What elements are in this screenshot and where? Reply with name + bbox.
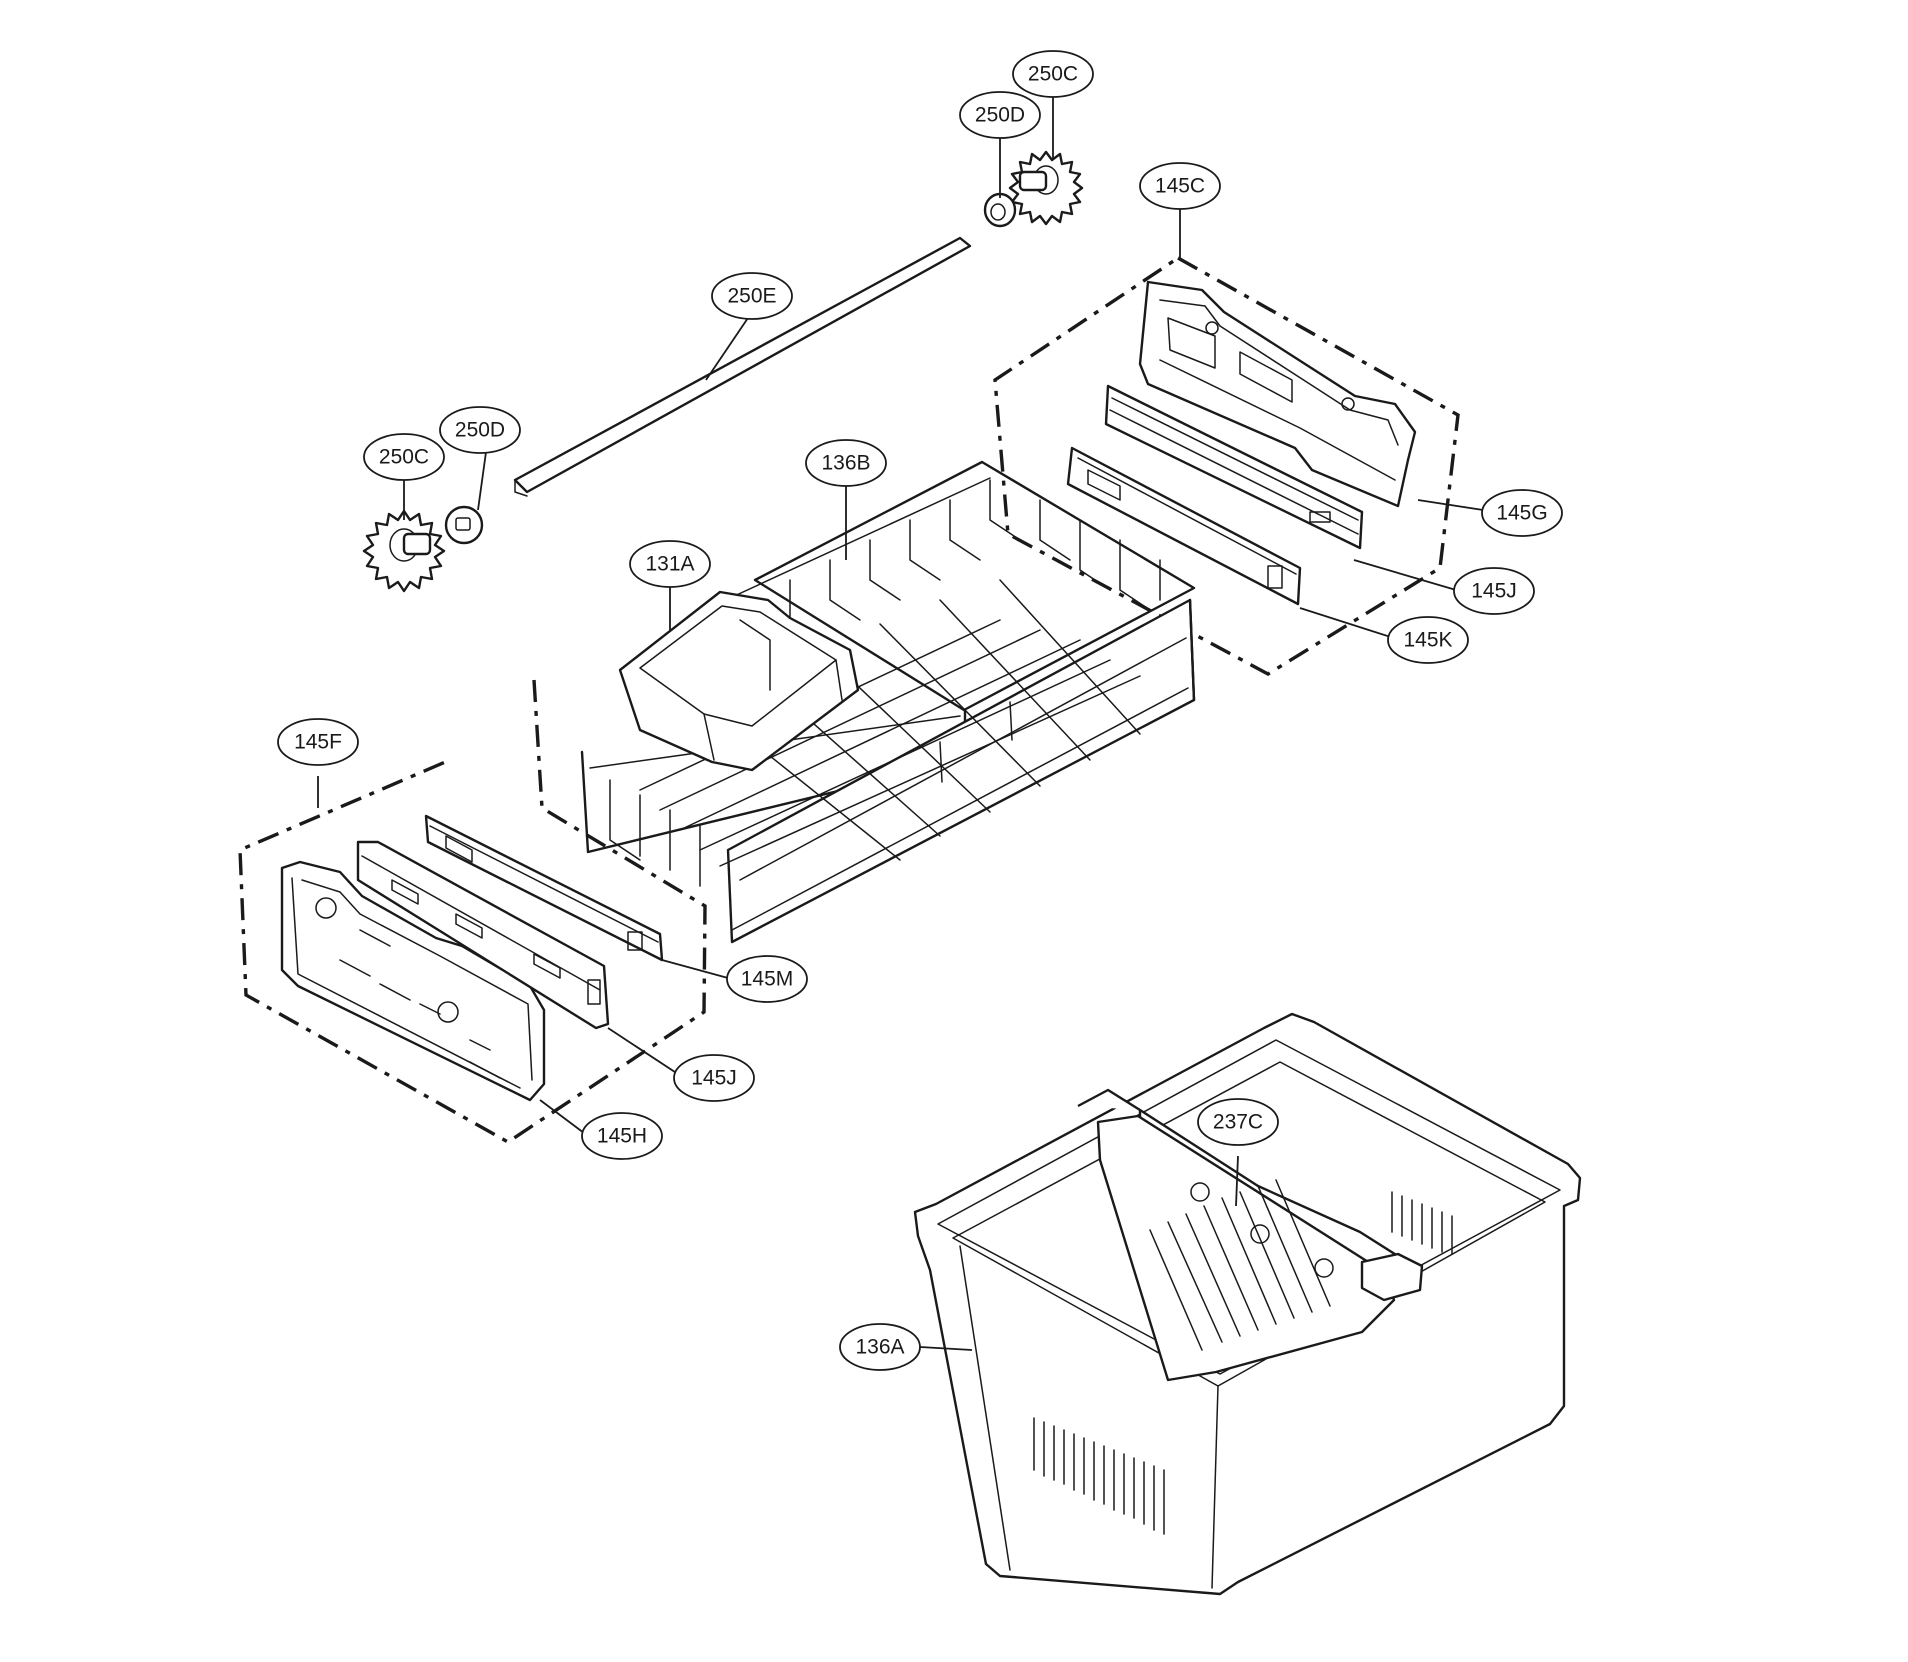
wire-front-ribs — [609, 779, 701, 887]
wire-basket-136b — [580, 460, 1196, 944]
slide-rail-145k — [1066, 446, 1302, 606]
wire-ribs — [789, 479, 1161, 641]
gear-250c-top — [1008, 150, 1084, 226]
callout-label: 145F — [294, 731, 342, 754]
callout-250d-left: 250D — [439, 406, 521, 454]
callout-label: 145H — [597, 1125, 647, 1148]
callout-145j-left: 145J — [673, 1054, 755, 1102]
slide-rail-145j-left — [356, 840, 610, 1030]
divider-237c — [1077, 1088, 1424, 1382]
cap-250d-top — [983, 192, 1017, 228]
callout-label: 250C — [1028, 63, 1078, 86]
callout-250c-left: 250C — [363, 433, 445, 481]
callout-145c: 145C — [1139, 162, 1221, 210]
small-bin-131a — [618, 590, 860, 772]
callout-250d-top: 250D — [959, 91, 1041, 139]
callout-136b: 136B — [805, 439, 887, 487]
callout-label: 145G — [1496, 502, 1547, 525]
callout-label: 250D — [975, 104, 1025, 127]
callout-145j-right: 145J — [1453, 567, 1535, 615]
callout-145h: 145H — [581, 1112, 663, 1160]
callout-250e: 250E — [711, 272, 793, 320]
callout-label: 237C — [1213, 1111, 1263, 1134]
gear-250c-left — [362, 509, 446, 593]
callout-label: 250E — [727, 285, 776, 308]
group-boundary-145f — [238, 679, 707, 1144]
callout-label: 145J — [691, 1067, 737, 1090]
callout-250c-top: 250C — [1012, 50, 1094, 98]
callout-136a: 136A — [839, 1323, 921, 1371]
drawer-vents-back — [1391, 1191, 1453, 1255]
callout-label: 131A — [645, 553, 694, 576]
callout-label: 145M — [741, 968, 794, 991]
callout-label: 145J — [1471, 580, 1517, 603]
leader-lines — [317, 97, 1497, 1351]
drawer-vents-front — [1033, 1417, 1165, 1535]
callout-145g: 145G — [1481, 489, 1563, 537]
callout-145m: 145M — [726, 955, 808, 1003]
callout-237c: 237C — [1197, 1098, 1279, 1146]
group-boundary-145c — [993, 256, 1460, 676]
callout-label: 145C — [1155, 175, 1205, 198]
callout-145f: 145F — [277, 718, 359, 766]
callout-label: 250D — [455, 419, 505, 442]
panel-145g — [1138, 280, 1417, 508]
callout-label: 136B — [821, 452, 870, 475]
rail-250e — [513, 236, 972, 497]
wire-grid — [639, 579, 1141, 867]
slide-rail-145j-right — [1104, 384, 1364, 550]
callout-145k: 145K — [1387, 616, 1469, 664]
callout-label: 136A — [855, 1336, 904, 1359]
callout-131a: 131A — [629, 540, 711, 588]
cap-250d-left — [444, 505, 484, 545]
callout-label: 145K — [1403, 629, 1452, 652]
callout-label: 250C — [379, 446, 429, 469]
